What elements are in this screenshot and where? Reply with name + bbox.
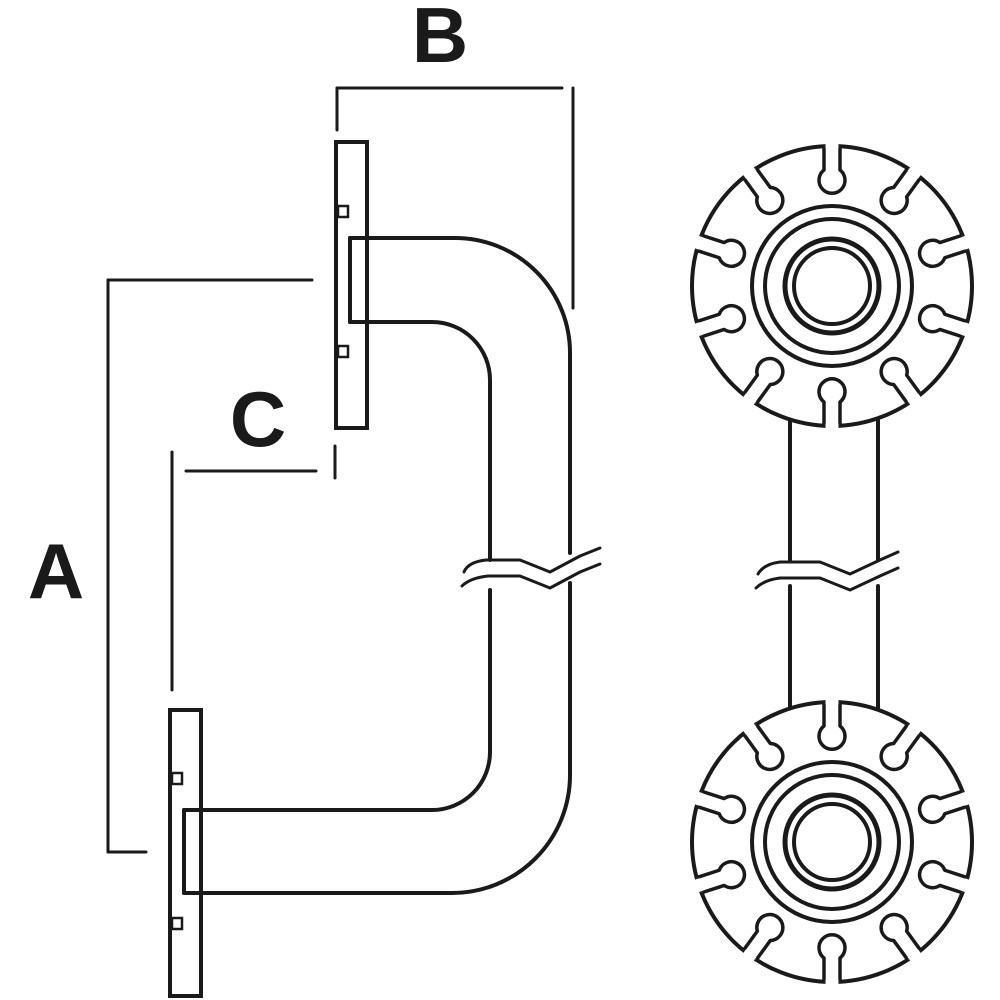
rosette-keyhole-slot	[817, 146, 847, 195]
rosette-slot-opening	[960, 878, 972, 893]
rosette-keyhole-slot	[741, 167, 785, 216]
rosette-keyhole-slot	[741, 912, 785, 961]
tube-break-symbol-upper	[462, 546, 602, 574]
top-rosette-ring-inner	[763, 217, 901, 355]
rosette-slot-opening	[907, 721, 923, 735]
rosette-slot-opening	[960, 322, 972, 337]
bottom-rosette-tube-outer	[782, 792, 882, 892]
top-flange-screw-lower	[336, 344, 350, 359]
rosette-keyhole-slot	[695, 789, 747, 825]
front-view	[690, 141, 974, 987]
bottom-rosette	[690, 697, 974, 987]
top-rosette-tube-inner	[792, 246, 872, 326]
rosette-slot-opening	[692, 791, 704, 806]
rosette-keyhole-slot	[879, 167, 923, 216]
rosette-keyhole-slot	[695, 859, 747, 895]
dimension-a: A	[28, 278, 314, 854]
front-bar-break-upper	[756, 550, 900, 576]
rosette-keyhole-slot	[917, 789, 969, 825]
rosette-keyhole-slot	[695, 303, 747, 339]
top-flange-screw-upper	[336, 204, 350, 219]
rosette-slot-opening	[907, 165, 923, 179]
dimension-a-label: A	[28, 527, 84, 615]
rosette-slot-opening	[960, 235, 972, 250]
rosette-slot-opening	[741, 721, 757, 735]
dimension-c-label: C	[230, 375, 286, 463]
rosette-slot-opening	[692, 235, 704, 250]
bottom-rosette-tube-inner	[792, 802, 872, 882]
rosette-slot-opening	[960, 791, 972, 806]
rosette-keyhole-slot	[817, 933, 847, 982]
rosette-slot-opening	[692, 878, 704, 893]
rosette-slot-opening	[741, 165, 757, 179]
rosette-keyhole-slot	[695, 233, 747, 269]
rosette-keyhole-slot	[917, 303, 969, 339]
bottom-flange-screw-upper	[170, 771, 184, 786]
tube-break-symbol-lower	[460, 562, 602, 590]
bottom-rosette-slots	[692, 697, 972, 987]
dimension-b-label: B	[412, 0, 468, 79]
bottom-rosette-ring-outer	[750, 760, 914, 924]
bottom-rosette-ring-inner	[763, 773, 901, 911]
tube-outer-contour	[348, 236, 572, 555]
front-bar-break-lower	[754, 566, 900, 592]
rosette-slot-opening	[907, 393, 923, 407]
rosette-slot-opening	[741, 393, 757, 407]
rosette-keyhole-slot	[741, 723, 785, 772]
rosette-slot-opening	[907, 949, 923, 963]
dimension-c: C	[170, 375, 337, 692]
tube-inner-contour-lower	[184, 588, 492, 812]
side-view	[168, 140, 602, 998]
dimension-b: B	[335, 0, 575, 310]
tube-outer-contour-lower	[184, 581, 572, 895]
rosette-keyhole-slot	[879, 356, 923, 405]
top-rosette-tube-outer	[782, 236, 882, 336]
rosette-slot-opening	[741, 949, 757, 963]
top-rosette	[690, 141, 974, 431]
rosette-keyhole-slot	[817, 377, 847, 426]
tube-inner-contour	[348, 320, 492, 562]
rosette-slot-opening	[692, 322, 704, 337]
rosette-keyhole-slot	[917, 233, 969, 269]
top-rosette-ring-outer	[750, 204, 914, 368]
rosette-keyhole-slot	[917, 859, 969, 895]
rosette-keyhole-slot	[817, 702, 847, 751]
rosette-keyhole-slot	[879, 912, 923, 961]
rosette-keyhole-slot	[741, 356, 785, 405]
bottom-flange-screw-lower	[170, 916, 184, 931]
rosette-keyhole-slot	[879, 723, 923, 772]
top-rosette-slots	[692, 141, 972, 431]
